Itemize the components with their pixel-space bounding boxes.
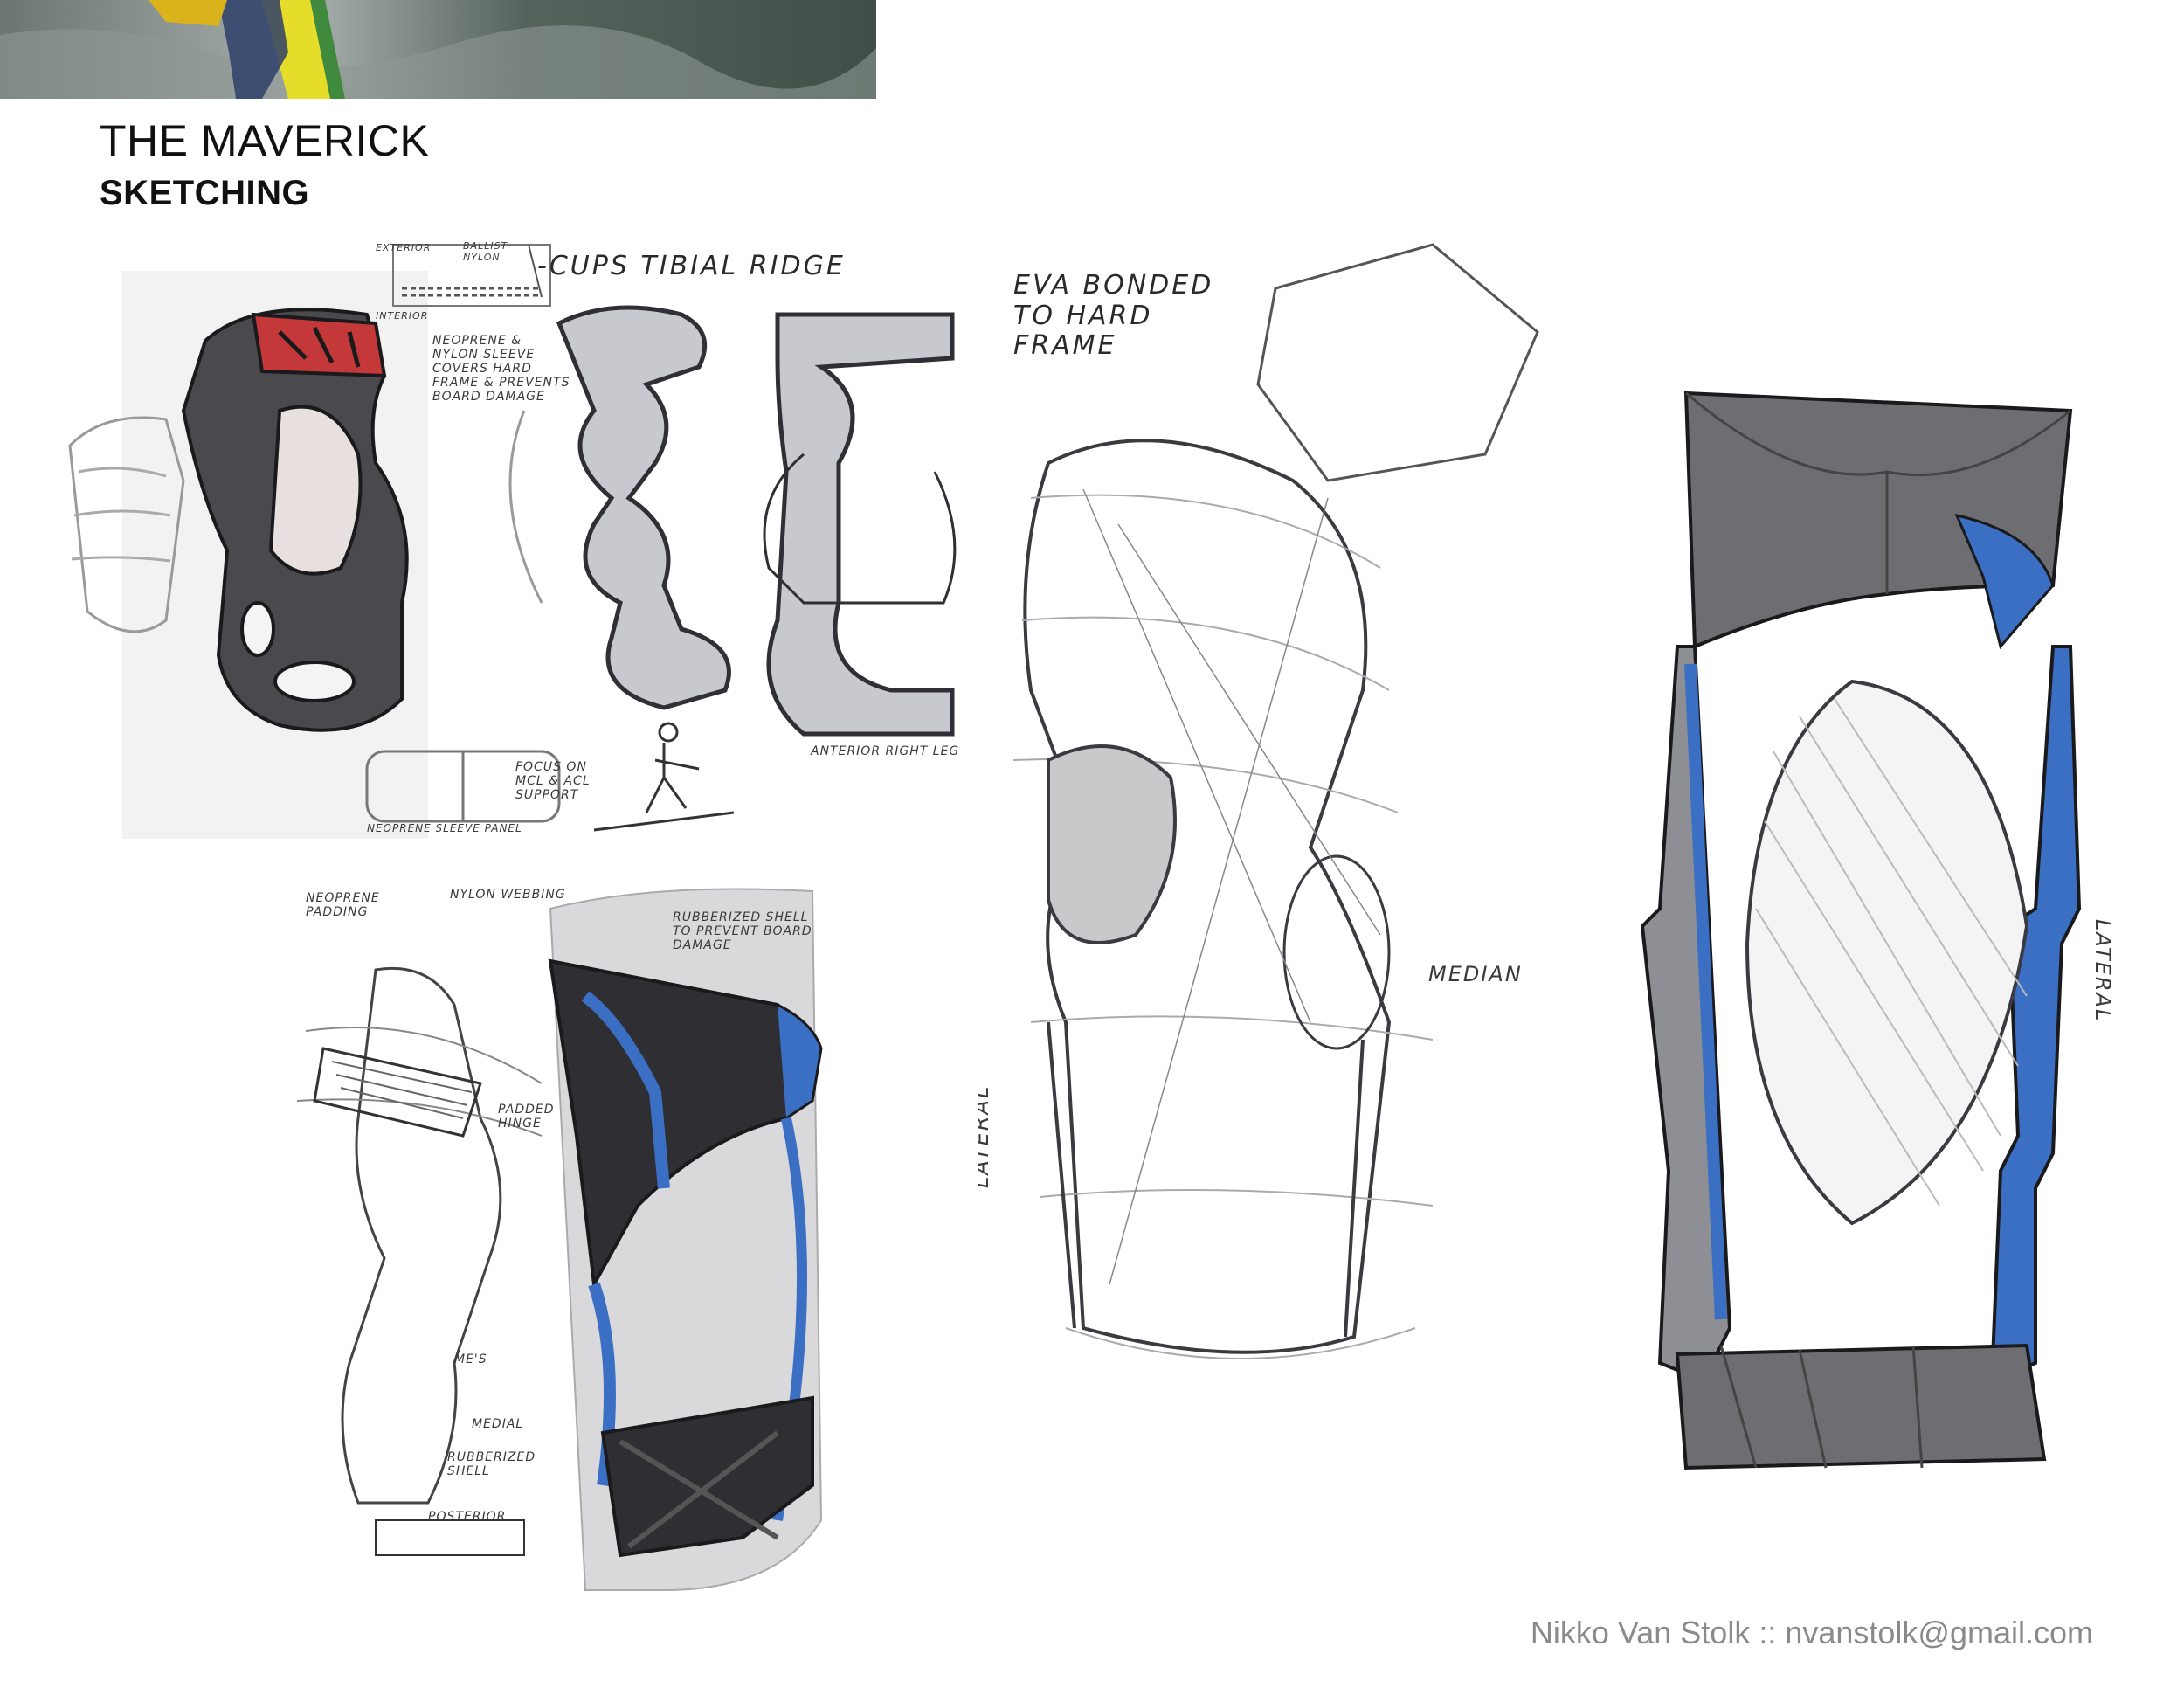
label-me-s: ME'S — [454, 1352, 487, 1366]
footer-credit: Nikko Van Stolk :: nvanstolk@gmail.com — [1530, 1615, 2093, 1650]
page-title: THE MAVERICK — [100, 116, 430, 165]
label-median: MEDIAN — [1428, 962, 1523, 986]
label-rubberized-shell-note: RUBBERIZED SHELL TO PREVENT BOARD DAMAGE — [673, 910, 812, 953]
page-subtitle: SKETCHING — [100, 174, 310, 212]
sketch-panel-bottom-left: NEOPRENE PADDING NYLON WEBBING RUBBERIZE… — [253, 874, 847, 1599]
header-photo-banner — [0, 0, 876, 99]
sketch-panel-top-left: EXTERIOR BALLIST NYLON INTERIOR -CUPS TI… — [52, 236, 996, 847]
label-lateral-left: LATERAL — [978, 1084, 993, 1188]
label-padded-hinge: PADDED HINGE — [498, 1103, 555, 1131]
shell-sketch-set — [296, 888, 823, 1591]
label-lateral-right: LATERAL — [2091, 919, 2114, 1023]
construction-sketch — [1013, 243, 1539, 1359]
sketch-panel-construction: EVA BONDED TO HARD FRAME LATERAL MEDIAN — [978, 236, 1642, 1450]
label-nylon-webbing: NYLON WEBBING — [450, 888, 566, 902]
label-neoprene-sleeve-note: NEOPRENE & NYLON SLEEVE COVERS HARD FRAM… — [432, 334, 570, 405]
label-eva-bonded: EVA BONDED TO HARD FRAME — [1013, 270, 1214, 361]
frame-render — [1640, 391, 2082, 1470]
label-interior: INTERIOR — [376, 310, 429, 322]
label-medial: MEDIAL — [472, 1417, 524, 1431]
label-focus-note: FOCUS ON MCL & ACL SUPPORT — [515, 760, 591, 803]
knee-brace-sketch-set — [68, 244, 957, 839]
label-ballistic-nylon: BALLIST NYLON — [463, 240, 508, 263]
label-exterior: EXTERIOR — [376, 242, 432, 253]
label-posterior: POSTERIOR — [428, 1510, 507, 1524]
label-cups-tibial-ridge: -CUPS TIBIAL RIDGE — [537, 251, 846, 281]
sketch-panel-frame-render: LATERAL — [1625, 384, 2114, 1520]
label-neoprene-padding: NEOPRENE PADDING — [306, 891, 380, 920]
surf-photo — [0, 0, 876, 99]
label-rubberized-shell: RUBBERIZED SHELL — [447, 1450, 536, 1479]
label-neoprene-sleeve-panel: NEOPRENE SLEEVE PANEL — [367, 822, 522, 834]
label-anterior-right-leg: ANTERIOR RIGHT LEG — [811, 744, 960, 758]
